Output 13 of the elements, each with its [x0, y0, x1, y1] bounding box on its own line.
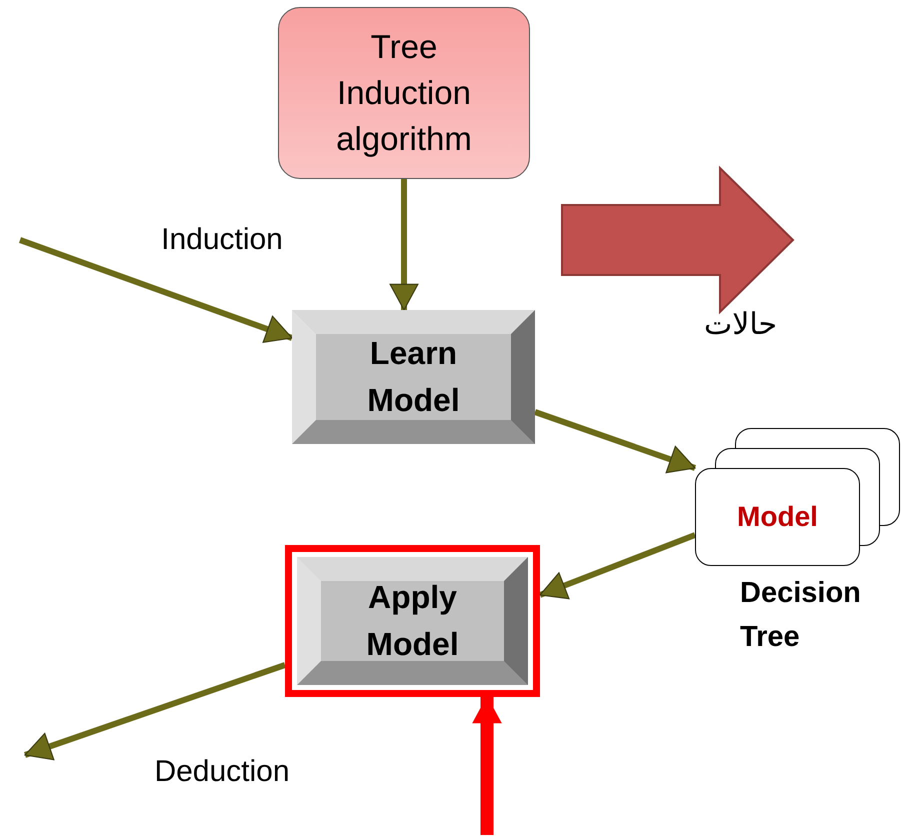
arrow	[538, 532, 696, 600]
highlighted-model-button: Apply Model	[285, 545, 540, 697]
arrow	[472, 696, 502, 835]
arrow	[390, 179, 418, 311]
node-label: Decision Tree	[740, 576, 862, 655]
arrow	[18, 237, 294, 343]
arrow	[534, 409, 696, 474]
label: حالات	[704, 307, 778, 342]
model-button: Learn Model	[292, 310, 535, 444]
algorithm-box: Tree Induction algorithm	[278, 7, 530, 179]
arrow	[24, 662, 286, 760]
label: Deduction	[154, 755, 290, 788]
label: Induction	[161, 223, 283, 256]
